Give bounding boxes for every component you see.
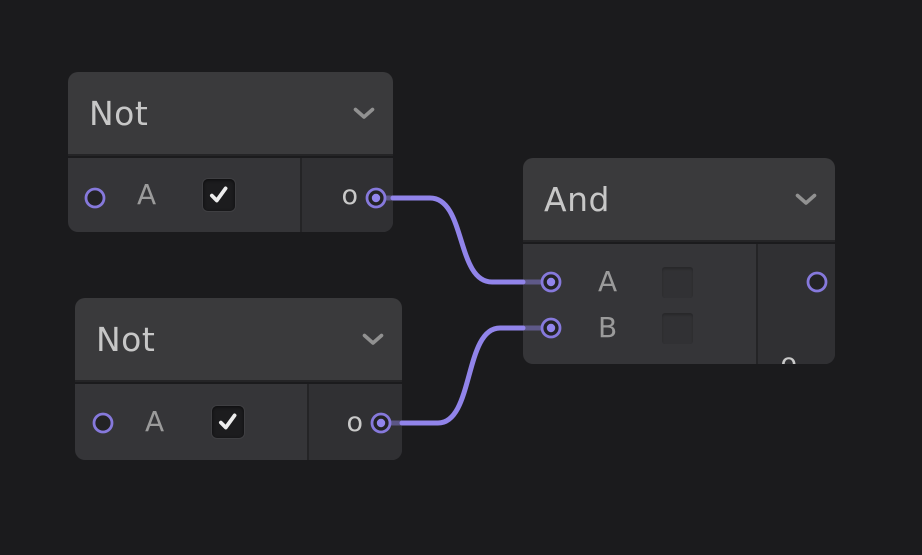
output-section: o: [300, 158, 393, 232]
checkbox-checked[interactable]: [203, 179, 235, 211]
node-and[interactable]: And A B o: [523, 158, 835, 364]
node-title: Not: [89, 93, 149, 133]
chevron-down-icon[interactable]: [353, 107, 375, 120]
output-label: o: [780, 348, 797, 364]
node-body: A o: [68, 158, 393, 232]
input-row: A: [68, 158, 298, 232]
output-section: o: [756, 244, 835, 364]
node-title: Not: [96, 319, 156, 359]
node-body: A B o: [523, 244, 835, 364]
wire-not2-to-and-b[interactable]: [399, 325, 526, 426]
chevron-down-icon[interactable]: [362, 333, 384, 346]
node-header[interactable]: Not: [68, 72, 393, 156]
node-body: A o: [75, 384, 402, 460]
value-box-empty: [662, 312, 693, 344]
input-row: A: [523, 259, 754, 305]
input-label: A: [137, 178, 157, 211]
node-header[interactable]: Not: [75, 298, 402, 382]
output-label: o: [341, 179, 358, 211]
output-section: o: [307, 384, 402, 460]
input-row: A: [75, 384, 307, 460]
wire-not1-to-and-a[interactable]: [390, 195, 526, 285]
node-not-1[interactable]: Not A o: [68, 72, 393, 232]
output-label: o: [346, 406, 363, 438]
input-label: A: [598, 265, 618, 298]
node-title: And: [544, 179, 610, 219]
value-box-empty: [662, 266, 693, 298]
chevron-down-icon[interactable]: [795, 193, 817, 206]
node-not-2[interactable]: Not A o: [75, 298, 402, 460]
input-label: A: [145, 405, 165, 438]
input-row: B: [523, 305, 754, 351]
input-label: B: [598, 311, 618, 344]
checkbox-checked[interactable]: [212, 406, 244, 438]
node-header[interactable]: And: [523, 158, 835, 242]
